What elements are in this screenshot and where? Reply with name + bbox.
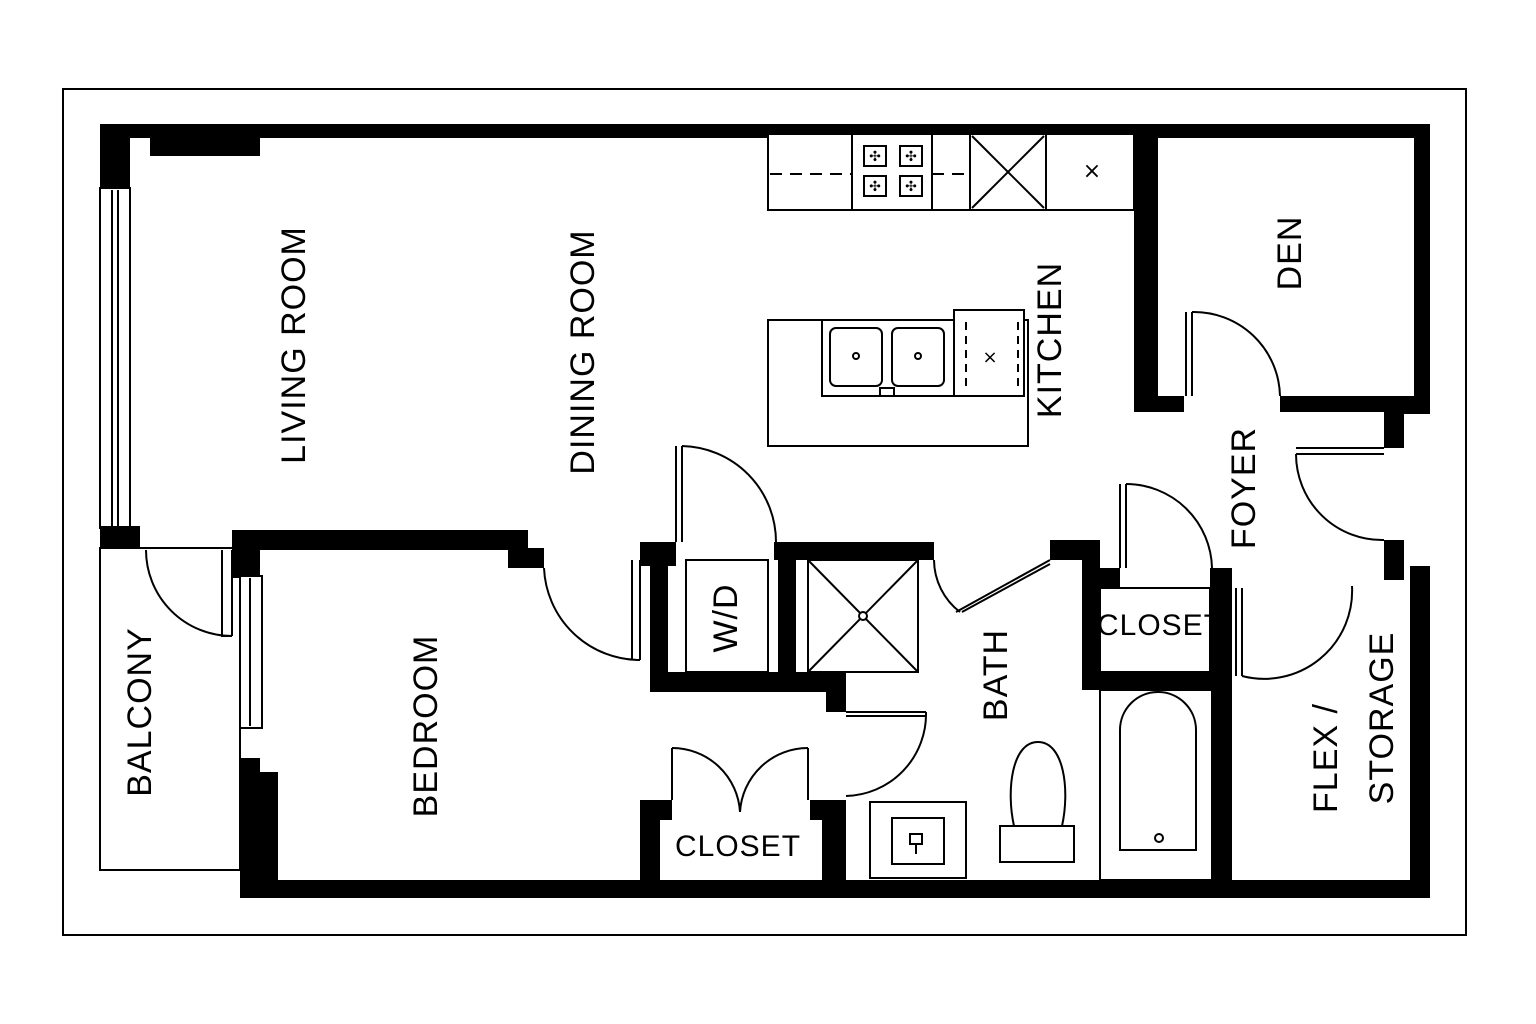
svg-text:✣: ✣ — [905, 179, 917, 195]
bath-closet-label: CLOSET — [1097, 609, 1223, 642]
kitchen-label: KITCHEN — [1031, 262, 1069, 418]
den-walls — [1134, 124, 1430, 412]
exterior-walls — [99, 124, 1430, 898]
den-label: DEN — [1271, 216, 1309, 291]
kitchen-island: × — [767, 309, 1029, 447]
svg-text:✣: ✣ — [905, 149, 917, 165]
foyer-label: FOYER — [1225, 427, 1263, 549]
bath-fixtures — [869, 689, 1213, 881]
washer-dryer-box — [685, 559, 769, 673]
shower — [807, 559, 919, 673]
bedroom-walls — [232, 530, 544, 898]
bath-closet-box — [1099, 587, 1211, 673]
laundry-walls — [640, 542, 934, 712]
bath-label: BATH — [977, 629, 1015, 721]
bedroom-label: BEDROOM — [407, 635, 445, 818]
doors — [145, 310, 1385, 813]
svg-text:✣: ✣ — [869, 179, 881, 195]
dining-room-label: DINING ROOM — [564, 229, 602, 474]
svg-text:×: × — [1083, 159, 1101, 184]
living-room-label: LIVING ROOM — [275, 226, 313, 464]
kitchen-counter-top: ✣ ✣ ✣ ✣ × — [767, 133, 1135, 211]
washer-dryer-label: W/D — [707, 583, 745, 652]
flex-storage-label-line1: FLEX / — [1307, 703, 1345, 813]
bedroom-closet-label: CLOSET — [675, 830, 801, 863]
svg-text:✣: ✣ — [869, 149, 881, 165]
svg-text:×: × — [982, 347, 997, 368]
flex-storage-label-line2: STORAGE — [1363, 632, 1401, 805]
balcony-area — [99, 547, 241, 871]
bath-walls — [1050, 540, 1232, 898]
balcony-label: BALCONY — [121, 627, 159, 797]
plan-frame — [62, 88, 1467, 936]
bedroom-closet-walls — [640, 800, 846, 898]
